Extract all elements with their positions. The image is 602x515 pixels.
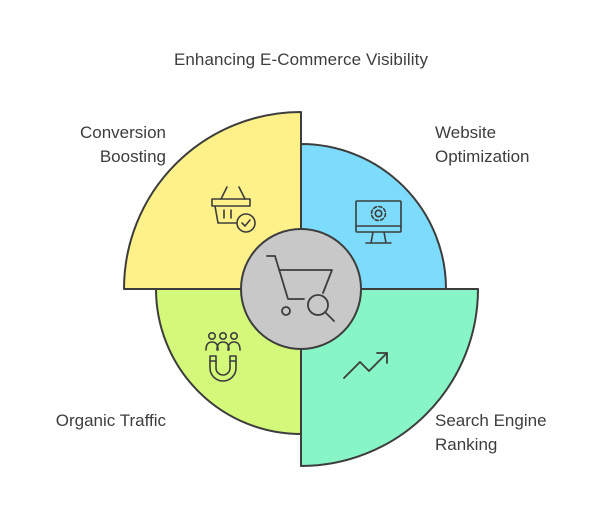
page-title: Enhancing E-Commerce Visibility [173, 50, 429, 69]
label-search-engine-ranking: Search Engine Ranking [435, 409, 547, 457]
label-line: Boosting [99, 147, 166, 166]
label-line: Website [435, 123, 497, 142]
label-line: Ranking [435, 435, 498, 454]
label-conversion-boosting: Conversion Boosting [80, 121, 166, 169]
quadrant-search-engine-ranking [300, 288, 479, 467]
label-website-optimization: Website Optimization [435, 121, 529, 169]
cart-search-icon [266, 255, 335, 322]
label-line: Search Engine [435, 411, 547, 430]
label-line: Organic Traffic [55, 411, 166, 430]
shopping-basket-check-icon [211, 186, 256, 233]
label-line: Conversion [80, 123, 166, 142]
monitor-gear-icon [355, 200, 402, 244]
label-organic-traffic: Organic Traffic [56, 409, 166, 433]
trending-up-icon [343, 352, 388, 379]
people-magnet-icon [205, 331, 241, 382]
center-circle [240, 228, 362, 350]
label-line: Optimization [435, 147, 530, 166]
